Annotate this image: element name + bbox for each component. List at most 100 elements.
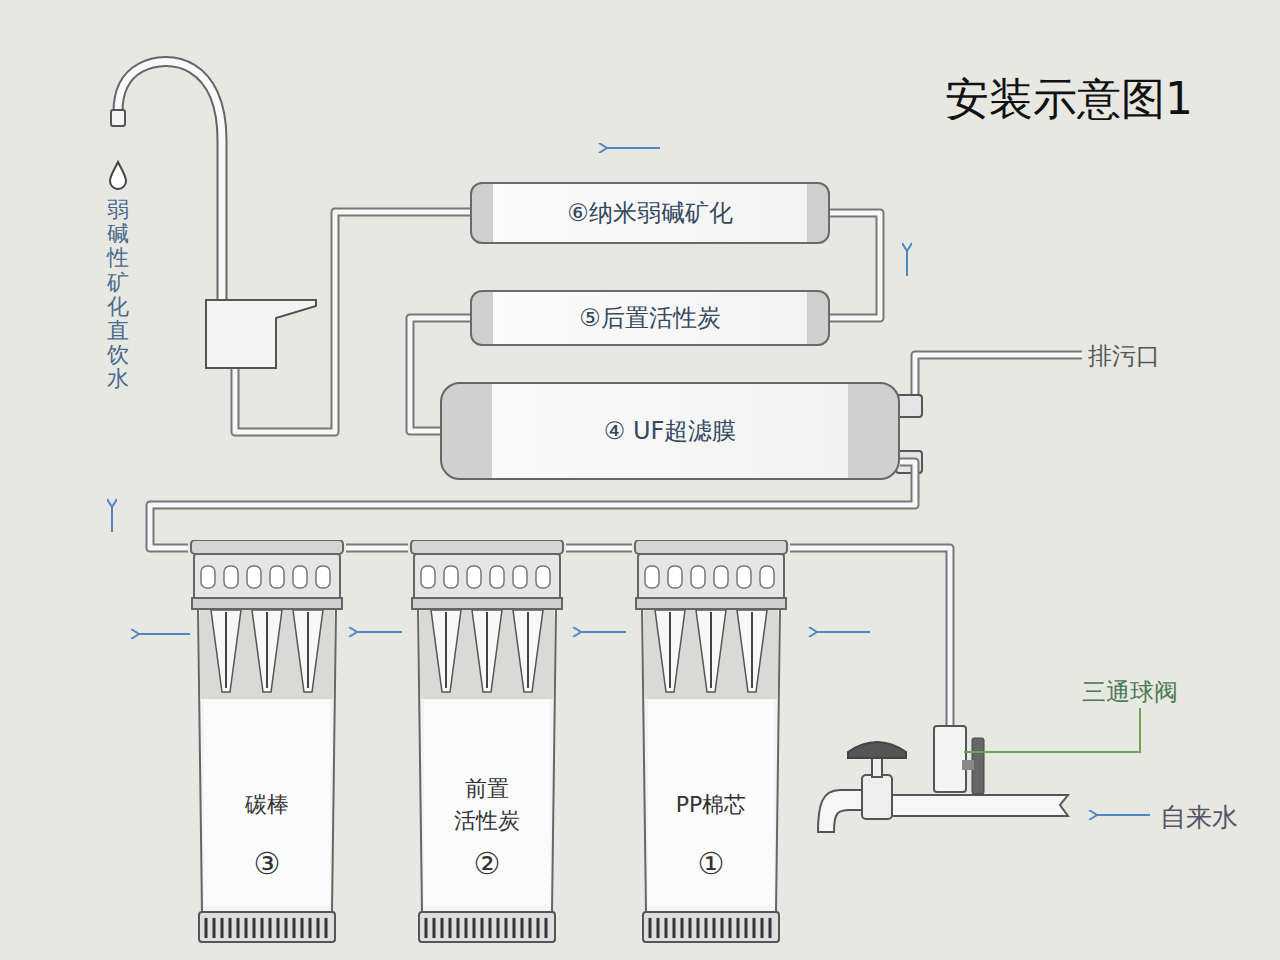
fin-rib	[225, 612, 227, 688]
canister-head	[414, 554, 560, 600]
filter-canister: 碳棒③	[188, 540, 346, 945]
product-label: 弱碱性矿化直饮水	[107, 198, 129, 392]
tap-body	[862, 775, 892, 819]
foot-slot	[245, 918, 248, 938]
foot-slot	[529, 918, 532, 938]
foot-slot	[213, 918, 216, 938]
foot-slot	[489, 918, 492, 938]
foot-slot	[665, 918, 668, 938]
pipe-outline	[566, 544, 632, 553]
foot-slot	[293, 918, 296, 938]
port-label: 排污口	[1088, 340, 1160, 372]
foot-slot	[681, 918, 684, 938]
fin-rib	[266, 612, 268, 688]
canister-cap	[191, 540, 343, 554]
foot-slot	[737, 918, 740, 938]
head-knob	[421, 566, 435, 588]
head-knob	[467, 566, 481, 588]
uf-fitting	[896, 395, 922, 417]
valve-label: 三通球阀	[1082, 676, 1178, 708]
foot-slot	[545, 918, 548, 938]
flow-arrow	[580, 631, 626, 633]
foot-slot	[285, 918, 288, 938]
foot-slot	[425, 918, 428, 938]
flow-arrow	[816, 631, 870, 633]
pipe-outline	[830, 213, 880, 318]
head-knob	[293, 566, 307, 588]
filter-canister: 前置 活性炭②	[408, 540, 566, 945]
part-name: ④ UF超滤膜	[604, 415, 737, 447]
foot-slot	[325, 918, 328, 938]
head-knob	[668, 566, 682, 588]
foot-slot	[537, 918, 540, 938]
faucet-tip	[111, 110, 125, 126]
foot-slot	[481, 918, 484, 938]
pipe-fill	[566, 546, 632, 551]
head-knob	[224, 566, 238, 588]
feed-pipe	[790, 548, 950, 728]
part-name: 前置 活性炭	[454, 773, 520, 837]
pipe	[830, 213, 880, 318]
foot-slot	[229, 918, 232, 938]
foot-slot	[761, 918, 764, 938]
foot-slot	[505, 918, 508, 938]
feed-pipe	[790, 548, 950, 728]
pipe-fill	[410, 318, 470, 431]
fin-rib	[527, 612, 529, 688]
foot-slot	[689, 918, 692, 938]
flow-arrow	[356, 631, 402, 633]
callout-number: ③	[254, 846, 281, 881]
canister-sump	[418, 608, 556, 912]
foot-slot	[449, 918, 452, 938]
foot-slot	[309, 918, 312, 938]
head-knob	[760, 566, 774, 588]
foot-slot	[649, 918, 652, 938]
inlet-label: 自来水	[1160, 800, 1238, 835]
pipe	[410, 318, 470, 431]
foot-slot	[497, 918, 500, 938]
filter-cartridge: ⑥纳米弱碱矿化	[470, 182, 830, 244]
foot-slot	[261, 918, 264, 938]
head-knob	[270, 566, 284, 588]
fin-rib	[486, 612, 488, 688]
flow-arrow	[138, 633, 190, 635]
flow-arrow	[1096, 814, 1150, 816]
pipe	[150, 462, 915, 548]
head-knob	[201, 566, 215, 588]
fin	[513, 610, 543, 692]
sump-window	[420, 609, 554, 699]
canister-body	[648, 700, 774, 906]
canister-ring	[412, 598, 562, 609]
fin	[472, 610, 502, 692]
foot-slot	[705, 918, 708, 938]
callout-number: ①	[698, 846, 725, 881]
pipe-outline	[150, 462, 915, 548]
pipe	[346, 548, 408, 549]
foot-slot	[473, 918, 476, 938]
foot-slot	[513, 918, 516, 938]
part-name: ⑥纳米弱碱矿化	[567, 197, 733, 229]
foot-slot	[317, 918, 320, 938]
part-name: ⑤后置活性炭	[579, 302, 721, 334]
fin-rib	[751, 612, 753, 688]
foot-slot	[237, 918, 240, 938]
head-knob	[444, 566, 458, 588]
head-knob	[645, 566, 659, 588]
canister-outline	[632, 540, 790, 945]
fin	[293, 610, 323, 692]
fin-rib	[710, 612, 712, 688]
faucet-base	[206, 300, 316, 368]
filter-canister: PP棉芯①	[632, 540, 790, 945]
foot-slot	[433, 918, 436, 938]
head-knob	[691, 566, 705, 588]
canister-outline	[408, 540, 566, 945]
foot-slot	[269, 918, 272, 938]
foot-slot	[697, 918, 700, 938]
pipe-fill	[830, 213, 880, 318]
canister-cap	[411, 540, 563, 554]
canister-sump	[198, 608, 336, 912]
foot-slot	[205, 918, 208, 938]
filter-cartridge: ④ UF超滤膜	[440, 382, 900, 480]
foot-slot	[521, 918, 524, 938]
